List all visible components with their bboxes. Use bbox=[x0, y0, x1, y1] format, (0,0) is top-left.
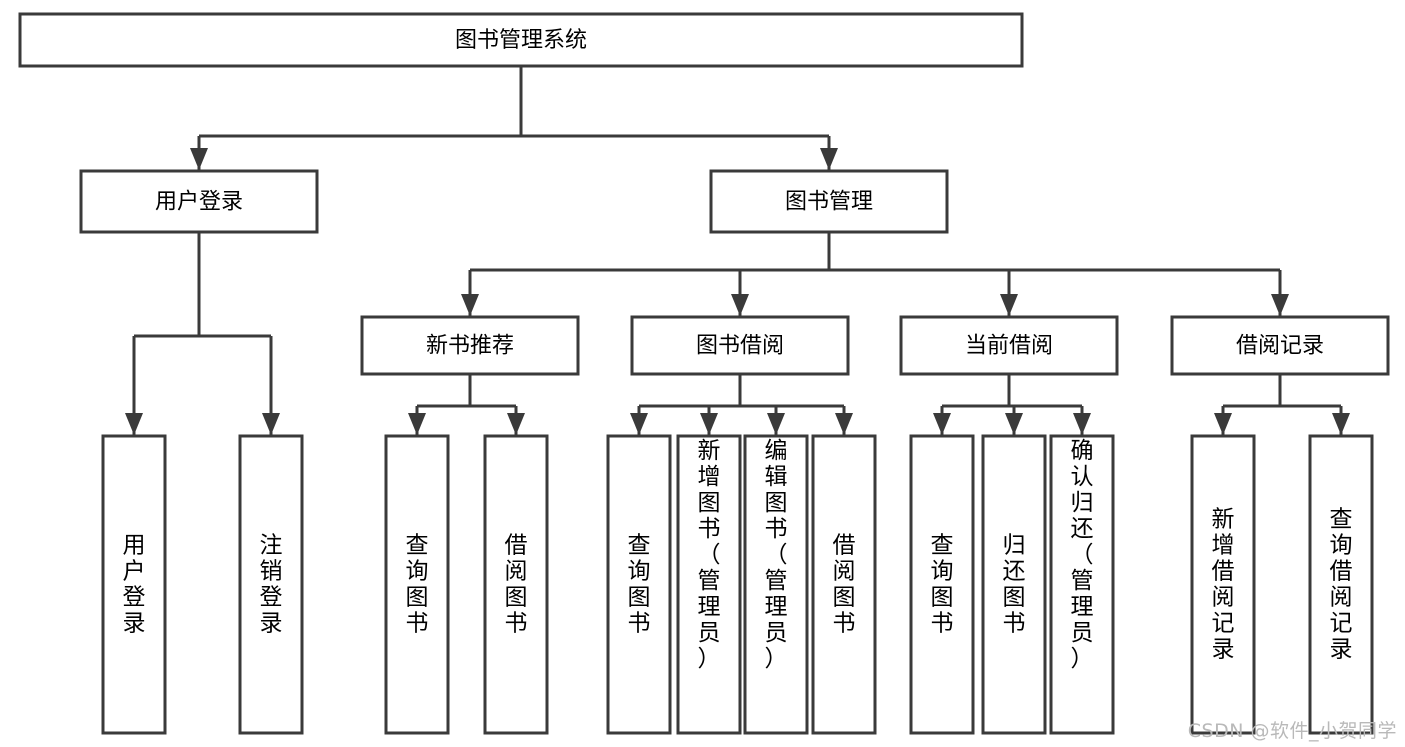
node-leaf-query-book-1-label: 查询图书 bbox=[406, 533, 429, 637]
node-leaf-add-book[interactable]: 新增图书（管理员） bbox=[676, 434, 742, 735]
node-root[interactable]: 图书管理系统 bbox=[18, 12, 1024, 68]
current-borrow-leaves-arrow-0 bbox=[933, 413, 951, 435]
user-login-leaves-arrow-1 bbox=[262, 413, 280, 435]
node-leaf-query-book-3[interactable]: 查询图书 bbox=[909, 434, 975, 735]
node-leaf-query-borrow-record[interactable]: 查询借阅记录 bbox=[1308, 434, 1374, 735]
node-leaf-add-book-label: 新增图书（管理员） bbox=[698, 438, 721, 672]
node-leaf-query-book-2-box[interactable] bbox=[606, 434, 672, 735]
node-book-borrow-box[interactable] bbox=[630, 315, 850, 376]
nodes-layer: 图书管理系统用户登录图书管理新书推荐图书借阅当前借阅借阅记录用户登录注销登录查询… bbox=[18, 12, 1390, 735]
new-book-recommend-leaves-arrow-0 bbox=[408, 413, 426, 435]
csdn-watermark: CSDN @软件_小贺同学 bbox=[1187, 720, 1397, 742]
node-leaf-return-book[interactable]: 归还图书 bbox=[981, 434, 1047, 735]
node-leaf-borrow-book-1-label: 借阅图书 bbox=[505, 533, 528, 637]
node-leaf-query-book-1[interactable]: 查询图书 bbox=[384, 434, 450, 735]
book-manage-arrow-2 bbox=[1000, 294, 1018, 316]
node-borrow-record-box[interactable] bbox=[1170, 315, 1390, 376]
node-leaf-logout-login-label: 注销登录 bbox=[260, 533, 283, 637]
borrow-record-leaves-arrow-1 bbox=[1332, 413, 1350, 435]
node-leaf-confirm-return-label: 确认归还（管理员） bbox=[1071, 438, 1094, 672]
node-book-manage-label: 图书管理 bbox=[785, 190, 873, 215]
node-leaf-query-book-3-label: 查询图书 bbox=[931, 533, 954, 637]
user-login-leaves-arrow-0 bbox=[125, 413, 143, 435]
node-leaf-add-book-box[interactable] bbox=[676, 434, 742, 735]
book-borrow-leaves-arrow-1 bbox=[700, 413, 718, 435]
node-current-borrow-box[interactable] bbox=[899, 315, 1119, 376]
node-new-book-recommend[interactable]: 新书推荐 bbox=[360, 315, 580, 376]
book-borrow-leaves-arrow-0 bbox=[630, 413, 648, 435]
node-leaf-logout-login[interactable]: 注销登录 bbox=[238, 434, 304, 735]
book-manage-arrow-0 bbox=[461, 294, 479, 316]
node-leaf-query-book-1-box[interactable] bbox=[384, 434, 450, 735]
node-borrow-record-label: 借阅记录 bbox=[1236, 334, 1324, 359]
node-borrow-record[interactable]: 借阅记录 bbox=[1170, 315, 1390, 376]
node-user-login-box[interactable] bbox=[79, 169, 319, 234]
node-current-borrow-label: 当前借阅 bbox=[965, 334, 1053, 359]
node-leaf-user-login-box[interactable] bbox=[101, 434, 167, 735]
connectors-layer bbox=[125, 66, 1350, 435]
book-manage-arrow-3 bbox=[1271, 294, 1289, 316]
borrow-record-leaves-arrow-0 bbox=[1214, 413, 1232, 435]
node-current-borrow[interactable]: 当前借阅 bbox=[899, 315, 1119, 376]
node-leaf-return-book-label: 归还图书 bbox=[1003, 533, 1026, 637]
node-leaf-query-book-3-box[interactable] bbox=[909, 434, 975, 735]
book-manage-arrow-1 bbox=[731, 294, 749, 316]
node-book-manage-box[interactable] bbox=[709, 169, 949, 234]
node-leaf-logout-login-box[interactable] bbox=[238, 434, 304, 735]
node-leaf-query-book-2-label: 查询图书 bbox=[628, 533, 651, 637]
node-leaf-query-book-2[interactable]: 查询图书 bbox=[606, 434, 672, 735]
node-leaf-borrow-book-2[interactable]: 借阅图书 bbox=[811, 434, 877, 735]
root-arrow-0 bbox=[190, 148, 208, 170]
node-leaf-user-login[interactable]: 用户登录 bbox=[101, 434, 167, 735]
book-borrow-leaves-arrow-3 bbox=[835, 413, 853, 435]
node-root-label: 图书管理系统 bbox=[455, 28, 587, 53]
node-leaf-add-borrow-record-box[interactable] bbox=[1190, 434, 1256, 735]
node-book-borrow[interactable]: 图书借阅 bbox=[630, 315, 850, 376]
node-leaf-confirm-return[interactable]: 确认归还（管理员） bbox=[1049, 434, 1115, 735]
node-leaf-return-book-box[interactable] bbox=[981, 434, 1047, 735]
node-leaf-add-borrow-record[interactable]: 新增借阅记录 bbox=[1190, 434, 1256, 735]
current-borrow-leaves-arrow-1 bbox=[1005, 413, 1023, 435]
new-book-recommend-leaves-arrow-1 bbox=[507, 413, 525, 435]
node-new-book-recommend-box[interactable] bbox=[360, 315, 580, 376]
node-user-login-label: 用户登录 bbox=[155, 190, 243, 215]
node-book-manage[interactable]: 图书管理 bbox=[709, 169, 949, 234]
node-root-box[interactable] bbox=[18, 12, 1024, 68]
node-leaf-borrow-book-2-label: 借阅图书 bbox=[833, 533, 856, 637]
node-leaf-edit-book-box[interactable] bbox=[743, 434, 809, 735]
node-leaf-query-borrow-record-box[interactable] bbox=[1308, 434, 1374, 735]
node-book-borrow-label: 图书借阅 bbox=[696, 334, 784, 359]
node-leaf-confirm-return-box[interactable] bbox=[1049, 434, 1115, 735]
node-leaf-query-borrow-record-label: 查询借阅记录 bbox=[1330, 507, 1353, 663]
book-borrow-leaves-arrow-2 bbox=[767, 413, 785, 435]
node-leaf-edit-book-label: 编辑图书（管理员） bbox=[765, 438, 788, 672]
node-leaf-borrow-book-1-box[interactable] bbox=[483, 434, 549, 735]
current-borrow-leaves-arrow-2 bbox=[1073, 413, 1091, 435]
node-new-book-recommend-label: 新书推荐 bbox=[426, 334, 514, 359]
node-leaf-borrow-book-1[interactable]: 借阅图书 bbox=[483, 434, 549, 735]
node-leaf-borrow-book-2-box[interactable] bbox=[811, 434, 877, 735]
node-leaf-user-login-label: 用户登录 bbox=[123, 533, 146, 637]
root-arrow-1 bbox=[820, 148, 838, 170]
node-leaf-add-borrow-record-label: 新增借阅记录 bbox=[1212, 507, 1235, 663]
node-leaf-edit-book[interactable]: 编辑图书（管理员） bbox=[743, 434, 809, 735]
node-user-login[interactable]: 用户登录 bbox=[79, 169, 319, 234]
